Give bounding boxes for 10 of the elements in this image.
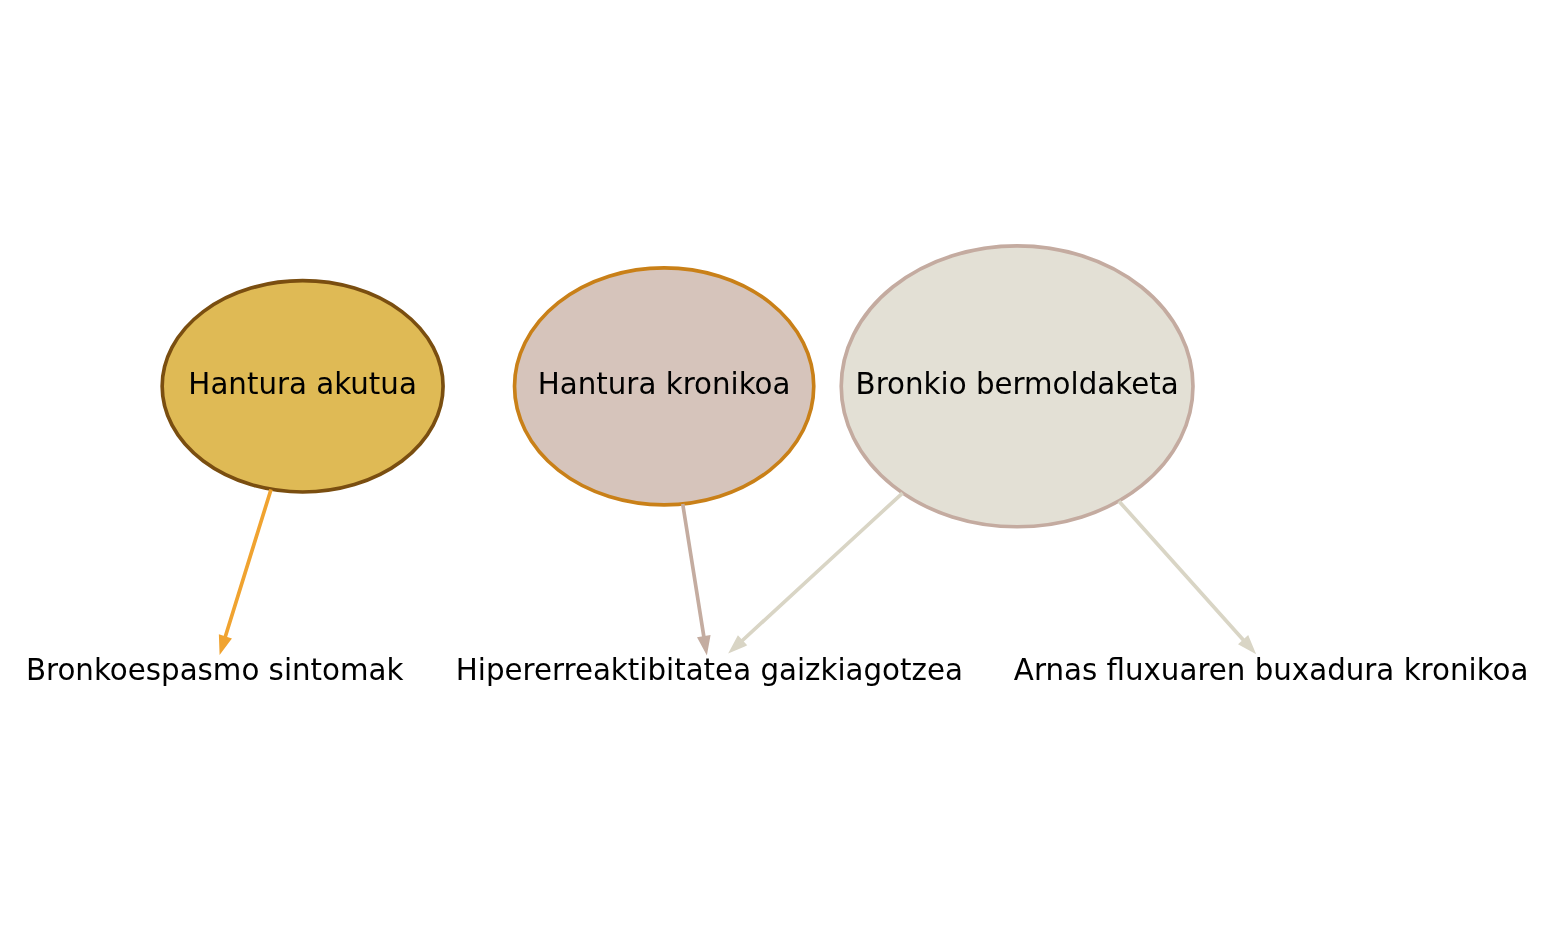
node-ellipse: Hantura kronikoa xyxy=(512,265,816,507)
node-ellipse: Hantura akutua xyxy=(160,278,445,494)
arrow xyxy=(218,488,273,655)
arrow xyxy=(728,491,904,654)
arrow xyxy=(1117,499,1257,654)
arrow xyxy=(680,503,711,655)
node-text: Hipererreaktibitatea gaizkiagotzea xyxy=(455,652,963,687)
node-text: Bronkoespasmo sintomak xyxy=(25,652,404,687)
node-ellipse: Bronkio bermoldaketa xyxy=(839,243,1195,529)
node-text: Arnas fluxuaren buxadura kronikoa xyxy=(1013,652,1529,687)
